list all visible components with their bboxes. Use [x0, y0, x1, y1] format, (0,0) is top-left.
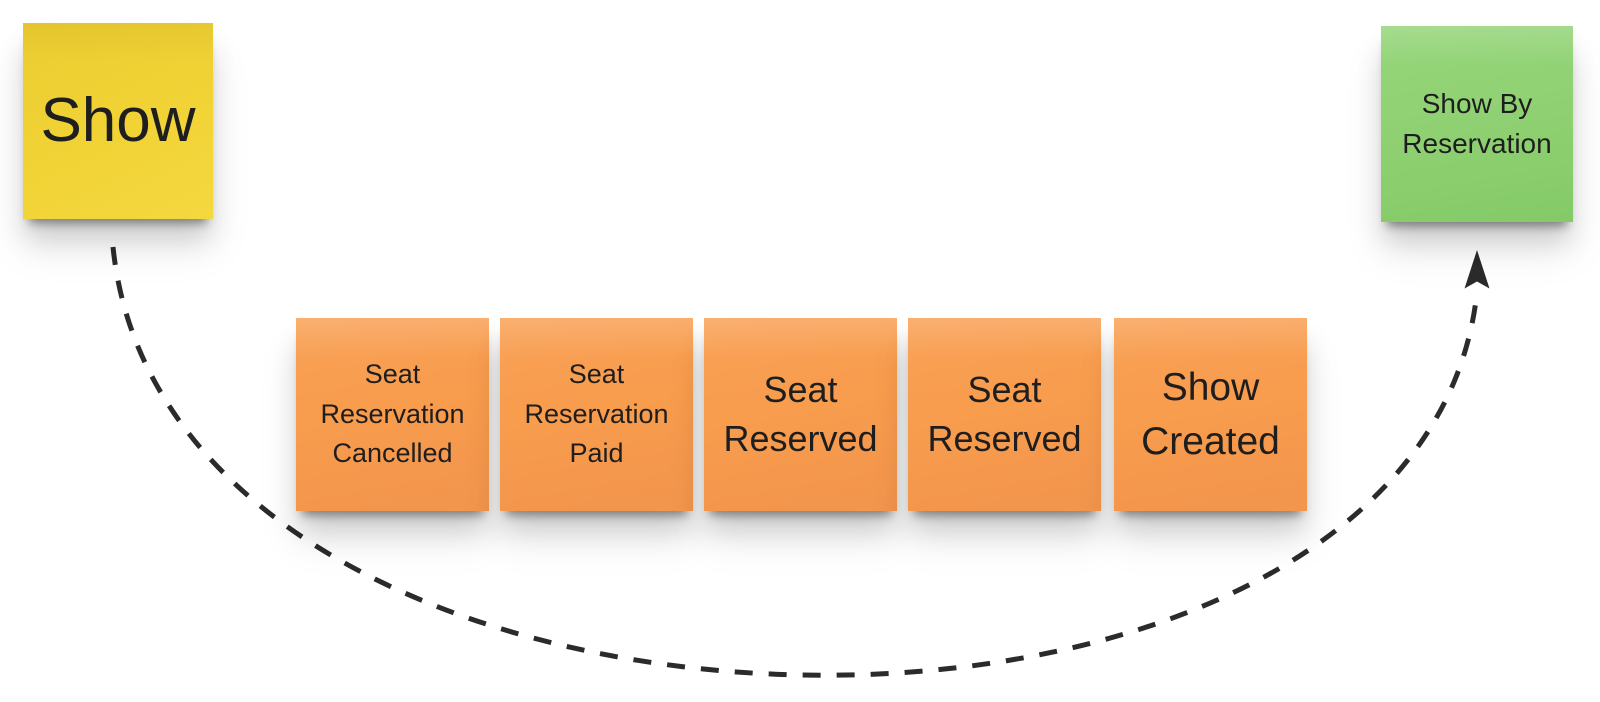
sticky-note-seat-reserved-1[interactable]: Seat Reserved: [704, 318, 897, 511]
sticky-note-label: Show Created: [1141, 366, 1280, 463]
sticky-note-label: Seat Reservation Paid: [524, 358, 669, 469]
sticky-note-show-created[interactable]: Show Created: [1114, 318, 1307, 511]
sticky-note-label: Seat Reserved: [723, 368, 878, 459]
sticky-note-label: Seat Reservation Cancelled: [320, 358, 465, 469]
sticky-note-label: Seat Reserved: [927, 368, 1082, 459]
sticky-note-label: Show: [40, 86, 196, 156]
sticky-note-seat-reservation-paid[interactable]: Seat Reservation Paid: [500, 318, 693, 511]
sticky-note-seat-reserved-2[interactable]: Seat Reserved: [908, 318, 1101, 511]
arrowhead-icon: [1464, 250, 1490, 289]
sticky-note-show[interactable]: Show: [23, 23, 213, 219]
dashed-flow-connector[interactable]: [110, 246, 1480, 678]
sticky-note-label: Show By Reservation: [1402, 87, 1552, 159]
sticky-note-show-by-reservation[interactable]: Show By Reservation: [1381, 26, 1573, 222]
sticky-note-seat-reservation-cancelled[interactable]: Seat Reservation Cancelled: [296, 318, 489, 511]
